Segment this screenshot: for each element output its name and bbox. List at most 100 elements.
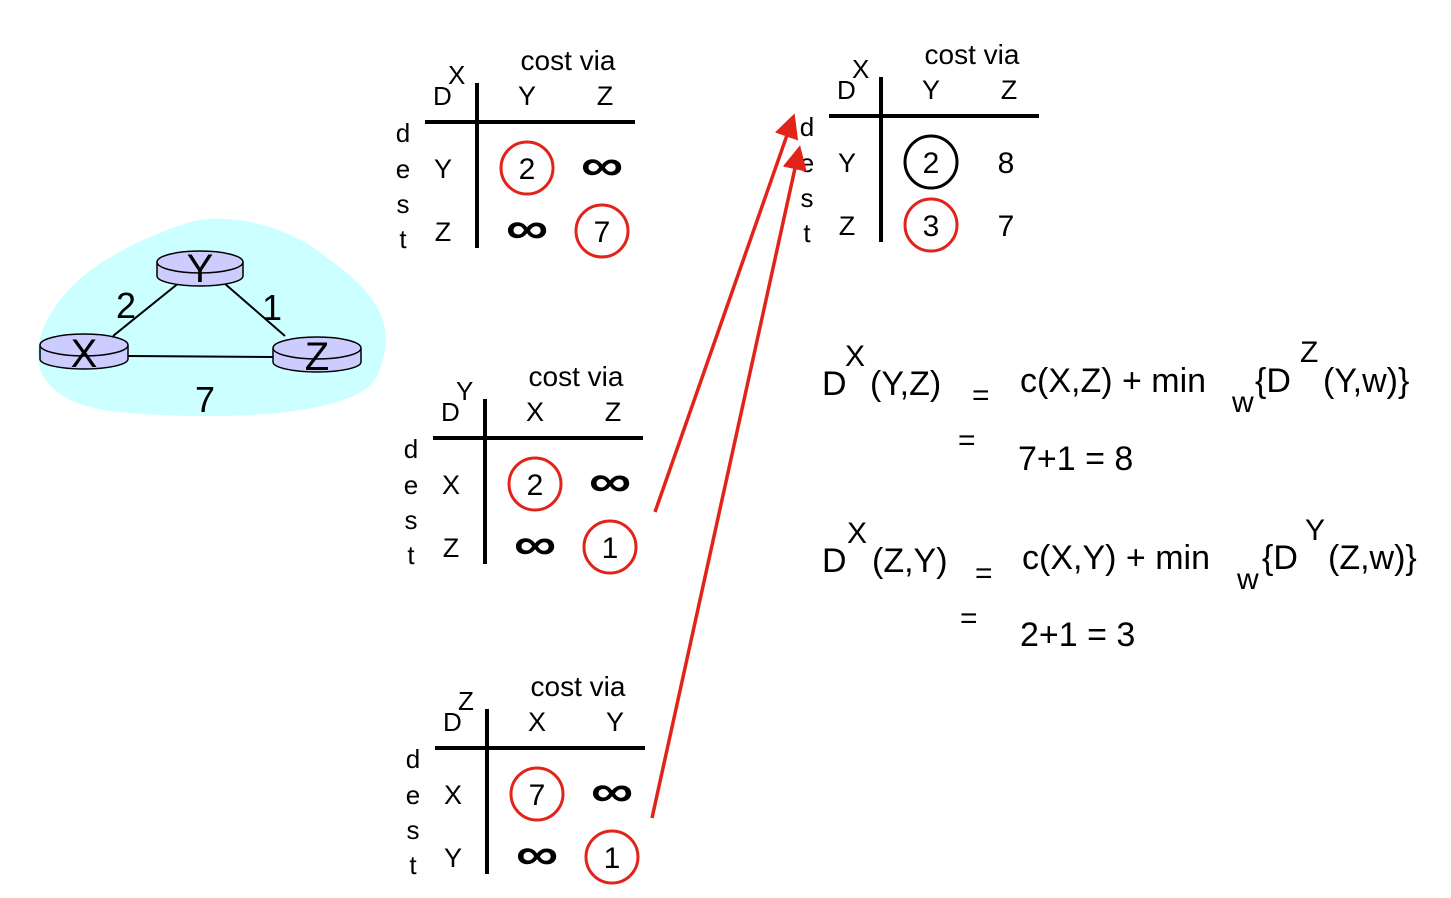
table-d-symbol: D [433,81,452,111]
eq1-rhs-args: (Y,w)} [1323,362,1409,400]
cell-circle [507,456,563,512]
router-z: Z [272,335,362,379]
dest-label-letter: d [404,434,418,464]
column-header: Y [606,707,624,737]
dest-label-letter: e [800,148,814,178]
dest-label-letter: d [396,118,410,148]
cell-circle [903,134,959,190]
dest-label-letter: e [396,154,410,184]
row-header: Y [434,154,452,184]
row-header: Y [838,148,856,178]
cell-circle [499,140,555,196]
cost-via-header: cost via [925,39,1020,70]
network-graph: Y X Z 2 1 7 [37,218,386,420]
table-d-symbol: D [443,707,462,737]
dest-label-letter: d [800,112,814,142]
row-header: Z [435,217,452,247]
cost-cell: 2 [923,147,940,180]
eq2-rhs-pre: c(X,Y) + min [1022,539,1210,577]
column-header: Y [922,75,940,105]
row-header: Z [443,533,460,563]
column-header: Z [597,81,614,111]
dest-label-letter: t [407,540,415,570]
eq1-lhs-sup: X [845,340,865,373]
cell-circle [509,766,565,822]
infinity-cell: ∞ [516,830,558,879]
cell-circle [903,197,959,253]
eq2-rhs-brace: {D [1262,539,1298,577]
cell-circle [584,829,640,885]
router-x: X [39,332,129,376]
column-header: Y [518,81,536,111]
infinity-cell: ∞ [506,204,548,253]
eq1-equals-2: = [958,424,976,457]
equation-2: D X (Z,Y) = c(X,Y) + min w {D Y (Z,w)} =… [822,514,1417,654]
infinity-cell: ∞ [591,767,633,816]
eq2-result: 2+1 = 3 [1020,616,1135,654]
eq1-equals: = [972,379,990,412]
column-header: Z [605,397,622,427]
row-header: X [444,780,462,810]
row-header: Z [839,211,856,241]
arrow-z-table-to-x-table [650,145,807,819]
cost-cell: 2 [527,469,544,502]
cost-via-header: cost via [531,671,626,702]
dest-label-letter: s [801,183,814,213]
column-header: X [528,707,546,737]
eq2-equals: = [975,557,993,590]
dest-label-letter: t [409,850,417,880]
eq2-rhs-sub: w [1236,563,1259,596]
dest-label-letter: d [406,744,420,774]
table-node-superscript: Z [458,686,474,716]
eq2-lhs-sup: X [847,517,867,550]
column-header: Z [1001,75,1018,105]
eq1-rhs-brace: {D [1255,362,1291,400]
cell-circle [574,203,630,259]
cost-cell: 8 [998,147,1015,180]
cost-cell: 1 [604,842,621,875]
router-y-label: Y [187,247,214,291]
cost-cell: 7 [998,210,1015,243]
table-d-symbol: D [837,75,856,105]
cost-via-header: cost via [529,361,624,392]
cell-circle [582,519,638,575]
eq1-rhs-sub: w [1231,386,1254,419]
row-header: Y [444,843,462,873]
eq1-lhs-base: D [822,365,847,403]
dest-label-letter: e [406,780,420,810]
link-cost-y-z: 1 [262,287,282,328]
eq1-rhs-sup: Z [1300,336,1318,369]
link-x-y [112,281,181,337]
eq2-lhs-base: D [822,542,847,580]
cost-cell: 7 [529,779,546,812]
cost-cell: 2 [519,153,536,186]
cost-via-header: cost via [521,45,616,76]
eq1-lhs-args: (Y,Z) [870,365,941,403]
eq1-result: 7+1 = 8 [1018,440,1133,478]
dest-label-letter: s [397,189,410,219]
table-node-superscript: X [852,54,869,84]
infinity-cell: ∞ [514,520,556,569]
router-z-label: Z [305,335,329,379]
table-d-symbol: D [441,397,460,427]
dest-label-letter: e [404,470,418,500]
row-header: X [442,470,460,500]
router-x-label: X [71,332,98,376]
infinity-cell: ∞ [589,457,631,506]
eq2-equals-2: = [960,602,978,635]
link-x-z [127,355,275,358]
link-cost-x-z: 7 [195,379,215,420]
cost-cell: 1 [602,532,619,565]
eq2-rhs-sup: Y [1305,514,1325,547]
infinity-cell: ∞ [581,141,623,190]
table-node-superscript: Y [456,376,473,406]
dest-label-letter: s [407,815,420,845]
eq1-rhs-pre: c(X,Z) + min [1020,362,1206,400]
table-node-superscript: X [448,60,465,90]
